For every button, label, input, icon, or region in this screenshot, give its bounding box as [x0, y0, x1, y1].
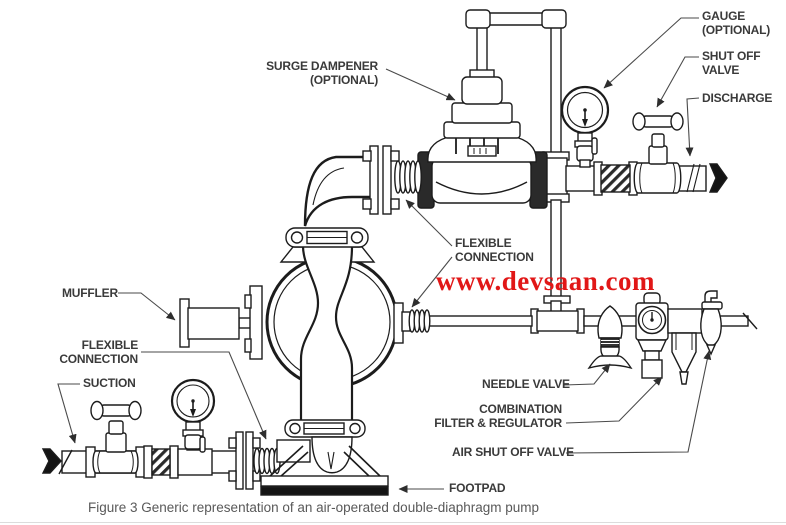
outlet-flange	[362, 145, 400, 215]
label-flexible-connection-lower-line2: CONNECTION	[59, 352, 138, 366]
suction-flow-arrow	[41, 448, 62, 474]
regulator-drawing	[635, 292, 669, 379]
label-discharge: DISCHARGE	[702, 91, 772, 105]
label-air-shut-off-valve-line1: AIR SHUT OFF VALVE	[452, 445, 574, 459]
label-flexible-connection-upper-line1: FLEXIBLE	[455, 236, 512, 250]
gauge-drawing	[560, 85, 610, 168]
upper-bellows	[394, 160, 422, 194]
suction-gauge-drawing	[170, 378, 216, 453]
label-suction-line1: SUCTION	[83, 376, 136, 390]
label-air-shut-off-valve: AIR SHUT OFF VALVE	[452, 445, 574, 459]
top-clamp-bar	[285, 227, 369, 248]
discharge-flow-arrow	[708, 163, 728, 193]
suction-valve-drawing	[90, 400, 142, 474]
bottom-clamp-bar	[284, 419, 366, 438]
discharge-line	[565, 112, 728, 196]
right-bracket-and-bellows	[393, 302, 431, 344]
label-gauge: GAUGE (OPTIONAL)	[702, 9, 770, 37]
label-suction: SUCTION	[83, 376, 136, 390]
suction-line	[41, 378, 281, 490]
label-shut-off-valve: SHUT OFF VALVE	[702, 49, 761, 77]
pump-outlet-elbow	[303, 145, 422, 227]
left-bracket	[244, 285, 263, 360]
label-gauge-line2: (OPTIONAL)	[702, 23, 770, 37]
label-needle-valve: NEEDLE VALVE	[482, 377, 570, 391]
label-flexible-connection-lower-line1: FLEXIBLE	[81, 338, 139, 352]
label-shut-off-valve-line2: VALVE	[702, 63, 740, 77]
label-flexible-connection-upper: FLEXIBLE CONNECTION	[455, 236, 534, 264]
surge-dampener-drawing	[417, 76, 548, 209]
air-supply-line	[427, 290, 758, 385]
label-discharge-line1: DISCHARGE	[702, 91, 773, 105]
pump-body-drawing	[244, 227, 431, 496]
label-surge-dampener-line1: SURGE DAMPENER	[266, 59, 378, 73]
label-muffler-line1: MUFFLER	[62, 286, 118, 300]
label-flexible-connection-lower: FLEXIBLE CONNECTION	[59, 338, 138, 366]
figure-caption: Figure 3 Generic representation of an ai…	[88, 500, 540, 515]
label-muffler: MUFFLER	[62, 286, 118, 300]
shut-off-valve-drawing	[632, 112, 684, 194]
top-air-piping	[465, 9, 585, 334]
label-combination-filter-regulator: COMBINATION FILTER & REGULATOR	[434, 402, 562, 430]
air-shut-off-valve-drawing	[700, 290, 723, 356]
needle-valve-drawing	[587, 305, 633, 370]
label-needle-valve-line1: NEEDLE VALVE	[482, 377, 570, 391]
label-footpad-line1: FOOTPAD	[449, 481, 506, 495]
label-gauge-line1: GAUGE	[702, 9, 746, 23]
muffler-drawing	[179, 298, 253, 348]
label-surge-dampener-line2: (OPTIONAL)	[310, 73, 378, 87]
label-surge-dampener: SURGE DAMPENER (OPTIONAL)	[266, 59, 378, 87]
label-footpad: FOOTPAD	[449, 481, 506, 495]
label-combination-filter-regulator-line2: FILTER & REGULATOR	[434, 416, 562, 430]
filter-drawing	[667, 308, 703, 385]
leader-lines	[57, 17, 712, 493]
label-flexible-connection-upper-line2: CONNECTION	[455, 250, 534, 264]
footpad-bar	[260, 486, 389, 496]
watermark-text: www.devsaan.com	[436, 266, 656, 296]
label-shut-off-valve-line1: SHUT OFF	[702, 49, 761, 63]
label-combination-filter-regulator-line1: COMBINATION	[479, 402, 562, 416]
bottom-divider	[0, 522, 786, 523]
